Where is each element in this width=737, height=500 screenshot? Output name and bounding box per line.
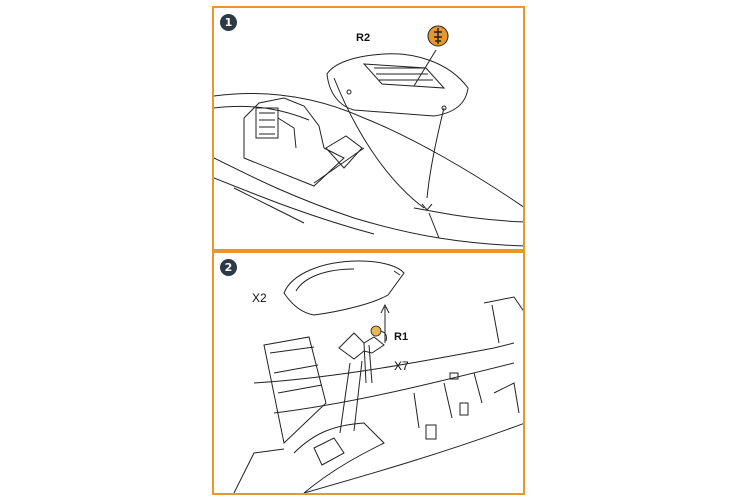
step-number-badge: 2 xyxy=(220,259,237,276)
step-2-panel: 2 xyxy=(212,251,525,495)
part-label-x2: X2 xyxy=(252,291,267,305)
resin-part-marker-icon xyxy=(370,325,382,337)
step-1-illustration xyxy=(214,25,523,247)
step-2-illustration xyxy=(233,260,523,493)
part-label-r1: R1 xyxy=(394,331,409,343)
part-label-r2: R2 xyxy=(356,32,371,44)
part-label-x7: X7 xyxy=(394,359,409,373)
step-number-badge: 1 xyxy=(220,14,237,31)
glue-drop-icon xyxy=(427,25,449,47)
step-1-panel: 1 xyxy=(212,6,525,251)
